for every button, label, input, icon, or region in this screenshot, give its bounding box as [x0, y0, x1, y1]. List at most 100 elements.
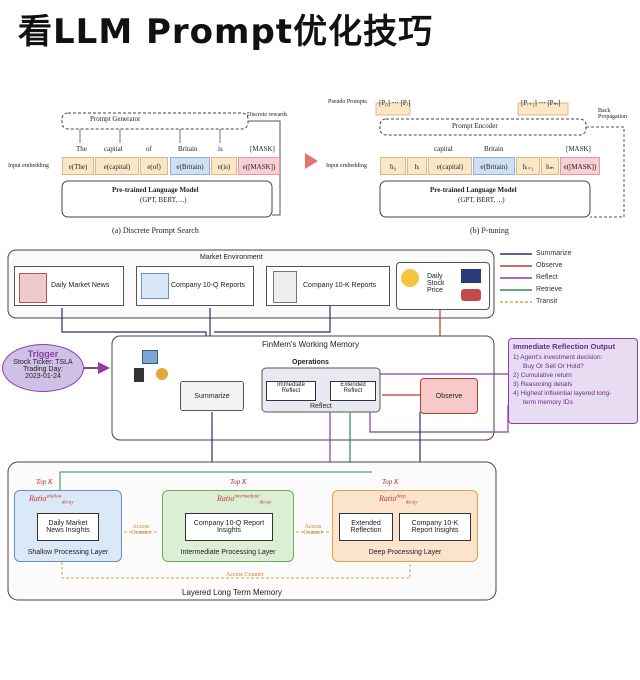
token-mask-right: [MASK] — [566, 145, 591, 153]
deep-layer: Ratiodeepdecay Extended Reflection Compa… — [332, 490, 478, 562]
intermediate-layer-label: Intermediate Processing Layer — [180, 549, 276, 556]
trigger-ticker: Stock Ticker: TSLA — [13, 359, 73, 366]
embed-of: e(of) — [140, 157, 168, 175]
token-is: is — [218, 145, 223, 153]
legend-observe: Observe — [536, 262, 563, 269]
input-embedding-label-right: Input embedding — [326, 163, 367, 169]
output-title: Immediate Reflection Output — [513, 342, 616, 351]
intermediate-card: Company 10-Q Report Insights — [185, 513, 273, 541]
token-capital: capital — [104, 145, 123, 153]
discrete-rewards-label: Discrete rewards — [247, 112, 288, 118]
embed-hi: hᵢ — [407, 157, 427, 175]
p-group-2: [Pᵢ₊₁] ⋯ [Pₘ] — [521, 99, 561, 107]
output-line: 1) Agent's investment decision: — [513, 354, 603, 361]
source-label: Company 10-K Reports — [303, 282, 377, 289]
embed-is: e(is) — [211, 157, 237, 175]
coin-icon — [156, 368, 168, 380]
trigger-title: Trigger — [27, 349, 59, 359]
top-diagrams-connectors — [61, 102, 625, 218]
token-britain: Britain — [178, 145, 198, 153]
source-10k: Company 10-K Reports — [266, 266, 390, 306]
token-the: The — [76, 145, 87, 153]
legend-retrieve: Retrieve — [536, 286, 563, 293]
lm-right-line2: (GPT, BERT, ...) — [458, 196, 505, 204]
embed-h0: h₀ — [380, 157, 406, 175]
shallow-layer: Ratioshallowdecay Daily Market News Insi… — [14, 490, 122, 562]
long-term-memory-title: Layered Long Term Memory — [182, 588, 282, 597]
caption-ptuning: (b) P-tuning — [470, 226, 509, 235]
lm-right-line1: Pre-trained Language Model — [430, 186, 517, 194]
prompt-encoder-label: Prompt Encoder — [452, 122, 498, 130]
embed-mask-right: e([MASK]) — [560, 157, 600, 175]
source-label: Company 10-Q Reports — [171, 282, 245, 289]
trigger-date: 2023-01-24 — [25, 373, 61, 380]
p-group-1: [P₀] ⋯ [Pᵢ] — [379, 99, 411, 107]
monitor-icon — [142, 350, 158, 364]
reflect-label: Reflect — [310, 403, 332, 410]
extended-reflect-box: Extended Reflect — [330, 381, 376, 401]
deep-layer-label: Deep Processing Layer — [368, 549, 442, 556]
page-title: 看LLM Prompt优化技巧 — [18, 12, 434, 52]
back-propagation-label: Back Propagation — [598, 108, 627, 120]
working-memory-title: FinMem's Working Memory — [262, 340, 359, 349]
deep-card-10k: Company 10-K Report Insights — [399, 513, 471, 541]
embed-capital: e(capital) — [95, 157, 139, 175]
token-of: of — [146, 145, 152, 153]
immediate-reflect-box: Immediate Reflect — [266, 381, 316, 401]
summarize-box: Summarize — [180, 381, 244, 411]
operations-label: Operations — [292, 359, 329, 366]
document-icon — [273, 271, 297, 303]
top-k-intermediate: Top K — [230, 478, 247, 486]
pseudo-prompts-label: Pseudo Prompts — [328, 99, 367, 105]
embed-hm: hₘ — [541, 157, 559, 175]
intermediate-layer: Ratiointermediatedecay Company 10-Q Repo… — [162, 490, 294, 562]
prompt-generator-label: Prompt Generator — [90, 115, 141, 123]
output-line: 3) Reasoning details — [513, 381, 573, 388]
output-line: Buy Or Sell Or Hold? — [523, 363, 584, 370]
deep-card-extended: Extended Reflection — [339, 513, 393, 541]
observe-box: Observe — [420, 378, 478, 414]
input-embedding-label-left: Input embedding — [8, 163, 49, 169]
report-icon — [141, 273, 169, 299]
phone-icon — [134, 368, 144, 382]
top-k-deep: Top K — [382, 478, 399, 486]
output-line: 2) Cumulative return — [513, 372, 572, 379]
lm-left-line2: (GPT, BERT, ...) — [140, 196, 187, 204]
token-capital-right: capital — [434, 145, 453, 153]
lm-left-line1: Pre-trained Language Model — [112, 186, 199, 194]
agent-icons — [134, 350, 174, 384]
newspaper-icon — [19, 273, 47, 303]
finmem-connectors — [7, 249, 532, 601]
trigger-bubble: Trigger Stock Ticker: TSLA Trading Day: … — [2, 344, 84, 392]
trigger-day: Trading Day: — [23, 366, 63, 373]
legend-transit: Transit — [536, 298, 558, 305]
source-10q: Company 10-Q Reports — [136, 266, 254, 306]
token-mask: [MASK] — [250, 145, 275, 153]
ratio-deep: Ratiodeepdecay — [379, 494, 418, 506]
bull-icon — [461, 289, 481, 301]
output-line: 4) Highest influential layered long- — [513, 390, 612, 397]
market-env-title: Market Environment — [200, 254, 263, 261]
source-daily-stock-price: Daily Stock Price — [396, 262, 490, 310]
embed-hi1: hᵢ₊₁ — [516, 157, 540, 175]
shallow-card: Daily Market News Insights — [37, 513, 99, 541]
embed-the: e(The) — [62, 157, 94, 175]
access-counter-2: Access Counter — [303, 524, 323, 536]
legend-summarize: Summarize — [536, 250, 572, 257]
coin-icon — [401, 269, 419, 287]
shallow-layer-label: Shallow Processing Layer — [27, 549, 109, 556]
source-label: Daily Stock Price — [427, 273, 445, 294]
ratio-intermediate: Ratiointermediatedecay — [217, 494, 272, 506]
caption-discrete: (a) Discrete Prompt Search — [112, 226, 199, 235]
source-daily-market-news: Daily Market News — [14, 266, 124, 306]
embed-mask: e([MASK]) — [238, 157, 280, 175]
reflection-output-panel: Immediate Reflection Output 1) Agent's i… — [508, 338, 638, 424]
top-k-shallow: Top K — [36, 478, 53, 486]
legend-reflect: Reflect — [536, 274, 558, 281]
chart-icon — [461, 269, 481, 283]
ratio-shallow: Ratioshallowdecay — [29, 494, 74, 506]
access-counter-3: Access Counter — [226, 572, 264, 578]
output-line: term memory IDs — [523, 399, 573, 406]
token-britain-right: Britain — [484, 145, 504, 153]
embed-capital-right: e(capital) — [428, 157, 472, 175]
